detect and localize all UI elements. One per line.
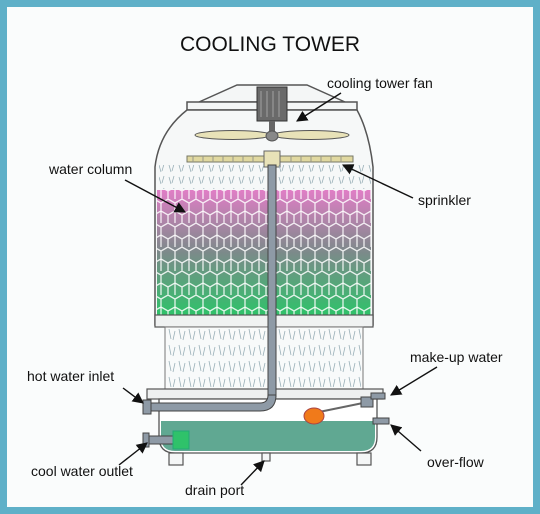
label-hot-water-inlet: hot water inlet <box>27 368 114 384</box>
label-cool-water-outlet: cool water outlet <box>31 463 133 479</box>
hot-water-pipe <box>142 164 277 415</box>
arrow-water-column <box>124 179 186 213</box>
overflow-pipe <box>372 417 390 425</box>
label-make-up-water: make-up water <box>410 349 503 365</box>
arrow-make-up-water <box>390 366 438 396</box>
spray-zone-upper <box>159 165 371 189</box>
label-drain-port: drain port <box>185 482 244 498</box>
rain-zone <box>164 326 364 390</box>
cooling-tower-diagram: COOLING TOWER <box>27 33 503 498</box>
arrow-cool-water-outlet <box>118 442 148 466</box>
sprinkler-bar <box>186 150 354 168</box>
diagram-title: COOLING TOWER <box>180 33 360 56</box>
arrow-hot-water-inlet <box>122 387 144 404</box>
tower-casing-band <box>154 314 374 328</box>
float-valve <box>303 392 386 425</box>
fill-media <box>157 190 371 315</box>
diagram-frame: COOLING TOWER <box>7 7 533 507</box>
arrow-fan <box>296 92 342 122</box>
label-water-column: water column <box>48 161 132 177</box>
support-legs <box>168 452 372 466</box>
arrow-over-flow <box>390 424 422 452</box>
fan-motor <box>256 86 288 135</box>
arrow-sprinkler <box>341 164 414 199</box>
fan-blades <box>194 130 350 142</box>
label-cooling-tower-fan: cooling tower fan <box>327 75 433 91</box>
label-sprinkler: sprinkler <box>418 192 471 208</box>
label-over-flow: over-flow <box>427 454 485 470</box>
arrow-drain-port <box>240 460 265 486</box>
basin-rim <box>146 388 384 400</box>
